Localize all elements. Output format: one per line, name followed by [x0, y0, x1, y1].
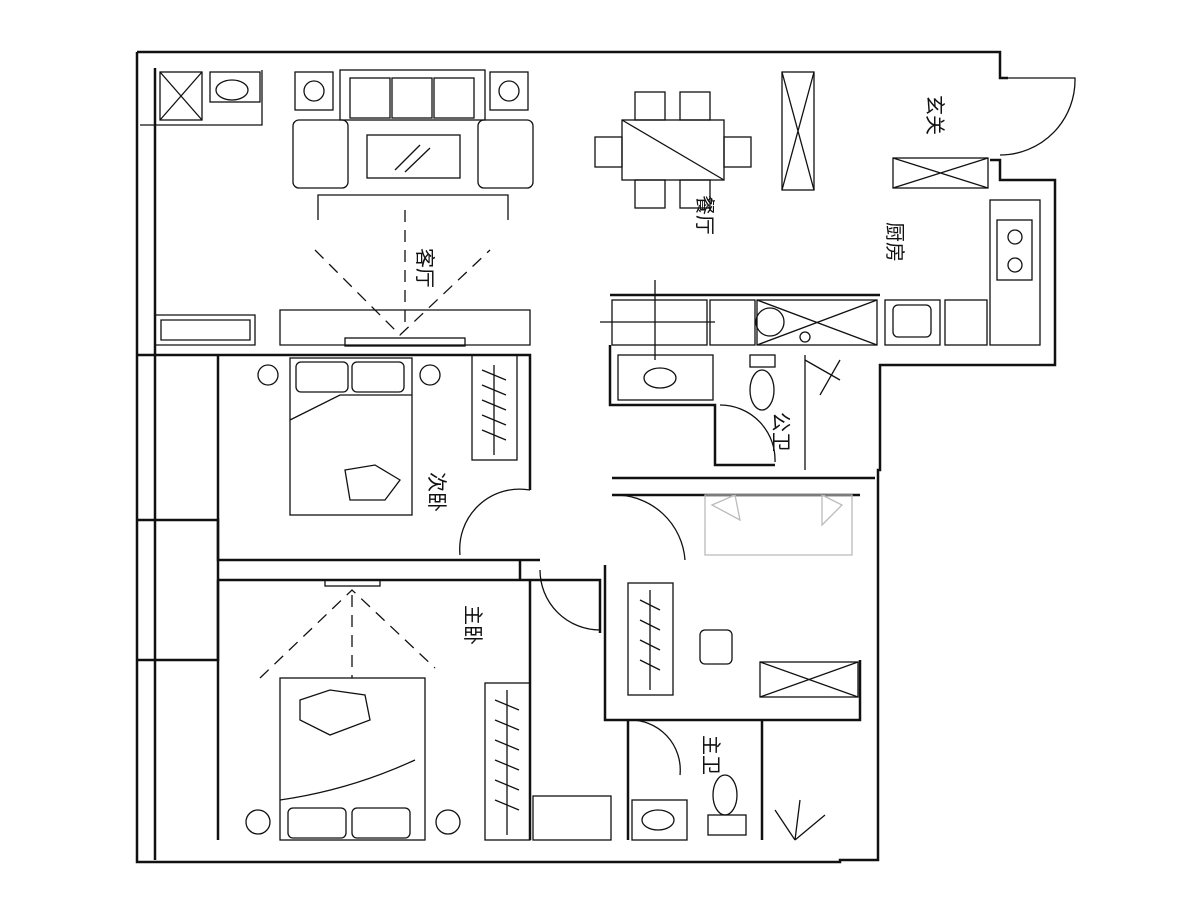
room-label-second-bedroom: 次卧	[425, 472, 449, 512]
kitchen-fixtures	[600, 199, 1041, 360]
room-label-entry: 玄关	[923, 95, 947, 135]
interior-walls	[137, 293, 880, 840]
room-label-living: 客厅	[413, 248, 437, 288]
second-bedroom-furniture	[257, 354, 518, 516]
doors	[459, 404, 776, 776]
study-furniture	[627, 493, 859, 698]
master-bedroom-furniture	[245, 579, 612, 841]
room-label-dining: 餐厅	[693, 195, 717, 235]
room-label-kitchen: 厨房	[883, 222, 907, 262]
room-label-public-bath: 公卫	[769, 412, 793, 452]
room-label-master-bedroom: 主卧	[461, 605, 485, 645]
room-label-master-bath: 主卫	[699, 735, 723, 775]
living-furniture	[292, 69, 534, 347]
exterior-walls	[135, 50, 1076, 864]
dining-furniture	[594, 71, 989, 209]
bath-fixtures	[159, 71, 841, 841]
